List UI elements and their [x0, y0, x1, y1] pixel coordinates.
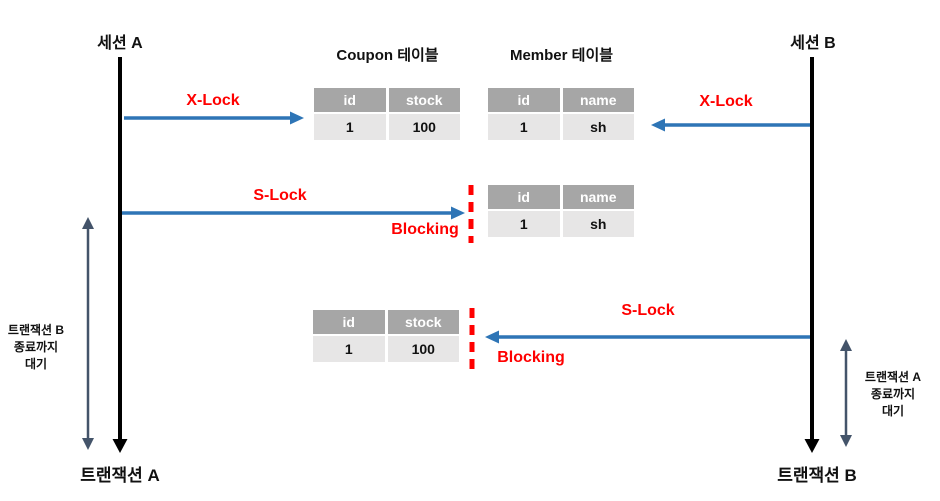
cell-id-value: 1 [314, 114, 386, 140]
header-cell-stock: stock [387, 310, 459, 334]
table-data-row: 1 100 [314, 114, 460, 140]
cell-stock-value: 100 [387, 336, 459, 362]
session-b-lifeline-arrow [804, 57, 820, 453]
wait-right-double-arrow [840, 339, 852, 447]
cell-id-value: 1 [488, 211, 560, 237]
slock-a-label: S-Lock [253, 187, 307, 204]
cell-name-value: sh [562, 211, 634, 237]
coupon-table-bottom: id stock 1 100 [313, 310, 459, 362]
wait-left-double-arrow [82, 217, 94, 450]
header-cell-id: id [313, 310, 385, 334]
wait-left-line2: 종료까지 [13, 340, 59, 354]
xlock-a-label: X-Lock [186, 92, 240, 109]
member-table-middle: id name 1 sh [488, 185, 634, 237]
wait-left-label: 트랜잭션 B 종료까지 대기 [0, 322, 74, 373]
header-cell-name: name [562, 88, 634, 112]
table-header-row: id stock [314, 88, 460, 112]
header-cell-name: name [562, 185, 634, 209]
xlock-b-label: X-Lock [699, 93, 753, 110]
wait-right-label: 트랜잭션 A 종료까지 대기 [855, 369, 931, 420]
cell-id-value: 1 [313, 336, 385, 362]
session-a-label: 세션 A [97, 35, 143, 52]
coupon-table-top: id stock 1 100 [314, 88, 460, 140]
table-header-row: id name [488, 185, 634, 209]
xlock-a-arrow [124, 111, 304, 125]
cell-name-value: sh [562, 114, 634, 140]
blocking-a-label: Blocking [391, 221, 459, 238]
wait-left-line1: 트랜잭션 B [7, 323, 65, 337]
header-cell-id: id [488, 88, 560, 112]
transaction-b-label: 트랜잭션 B [777, 466, 857, 485]
blocking-b-label: Blocking [497, 349, 565, 366]
table-data-row: 1 100 [313, 336, 459, 362]
session-a-lifeline-arrow [112, 57, 128, 453]
slock-b-arrow [485, 330, 810, 344]
transaction-a-label: 트랜잭션 A [80, 466, 160, 485]
header-cell-id: id [488, 185, 560, 209]
table-data-row: 1 sh [488, 114, 634, 140]
table-data-row: 1 sh [488, 211, 634, 237]
xlock-b-arrow [651, 118, 810, 132]
cell-stock-value: 100 [388, 114, 460, 140]
member-table-title: Member 테이블 [509, 47, 614, 64]
member-table-top: id name 1 sh [488, 88, 634, 140]
header-cell-stock: stock [388, 88, 460, 112]
slock-a-arrow [122, 206, 465, 220]
wait-right-line2: 종료까지 [870, 387, 916, 401]
cell-id-value: 1 [488, 114, 560, 140]
wait-right-line1: 트랜잭션 A [864, 370, 922, 384]
slock-b-label: S-Lock [621, 302, 675, 319]
table-header-row: id stock [313, 310, 459, 334]
coupon-table-title: Coupon 테이블 [336, 47, 439, 64]
table-header-row: id name [488, 88, 634, 112]
session-b-label: 세션 B [790, 35, 836, 52]
header-cell-id: id [314, 88, 386, 112]
wait-right-line3: 대기 [881, 404, 905, 418]
wait-left-line3: 대기 [24, 357, 48, 371]
